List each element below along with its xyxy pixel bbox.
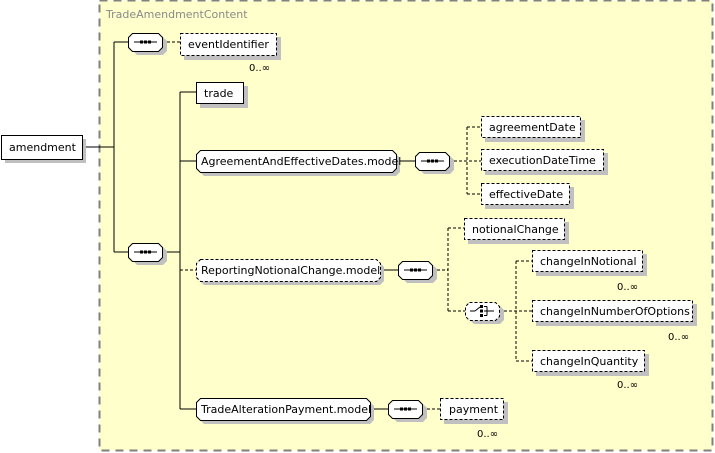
group-ref-reporting-model[interactable]: ReportingNotionalChange.model — [196, 259, 385, 286]
element-executionDateTime[interactable]: executionDateTime — [481, 149, 609, 176]
payment-model-label: TradeAlterationPayment.model — [200, 403, 371, 416]
sequence-icon — [404, 268, 427, 272]
changeInNotional-occurrence: 0..∞ — [617, 282, 638, 293]
root-element-amendment[interactable]: amendment — [1, 135, 87, 164]
sequence-icon — [394, 407, 417, 411]
changeInQuantity-occurrence: 0..∞ — [617, 380, 638, 391]
sequence-icon — [134, 250, 157, 254]
payment-label: payment — [449, 403, 499, 416]
executionDateTime-label: executionDateTime — [489, 154, 596, 167]
eventIdentifier-occurrence: 0..∞ — [249, 63, 270, 74]
connectors — [82, 41, 532, 410]
sequence-icon — [421, 159, 444, 163]
element-payment[interactable]: payment 0..∞ — [440, 398, 509, 441]
element-agreementDate[interactable]: agreementDate — [481, 116, 586, 143]
notionalChange-label: notionalChange — [472, 223, 559, 236]
element-trade[interactable]: trade — [196, 82, 249, 109]
eventIdentifier-label: eventIdentifier — [188, 38, 269, 51]
agreement-model-label: AgreementAndEffectiveDates.model — [201, 155, 401, 168]
changeInNumberOfOptions-occurrence: 0..∞ — [668, 332, 689, 343]
sequence-compositor[interactable] — [388, 400, 428, 423]
sequence-compositor[interactable] — [128, 243, 168, 266]
group-title: TradeAmendmentContent — [105, 8, 248, 21]
element-eventIdentifier[interactable]: eventIdentifier 0..∞ — [180, 33, 282, 75]
group-ref-agreement-model[interactable]: AgreementAndEffectiveDates.model — [196, 150, 402, 177]
root-label: amendment — [9, 141, 77, 154]
element-changeInNotional[interactable]: changeInNotional 0..∞ — [532, 250, 648, 294]
group-ref-payment-model[interactable]: TradeAlterationPayment.model — [196, 398, 375, 425]
sequence-compositor[interactable] — [415, 152, 455, 175]
sequence-compositor[interactable] — [398, 261, 438, 284]
choice-compositor[interactable] — [465, 302, 505, 325]
element-notionalChange[interactable]: notionalChange — [464, 218, 570, 245]
choice-icon — [470, 305, 494, 317]
sequence-compositor[interactable] — [128, 33, 168, 56]
payment-occurrence: 0..∞ — [477, 429, 498, 440]
changeInQuantity-label: changeInQuantity — [540, 355, 639, 368]
agreementDate-label: agreementDate — [489, 121, 576, 134]
sequence-icon — [134, 40, 157, 44]
element-effectiveDate[interactable]: effectiveDate — [481, 183, 575, 210]
changeInNumberOfOptions-label: changeInNumberOfOptions — [540, 305, 690, 318]
reporting-model-label: ReportingNotionalChange.model — [201, 264, 380, 277]
element-changeInQuantity[interactable]: changeInQuantity 0..∞ — [532, 350, 650, 392]
effectiveDate-label: effectiveDate — [489, 188, 563, 201]
element-changeInNumberOfOptions[interactable]: changeInNumberOfOptions 0..∞ — [532, 300, 698, 344]
trade-label: trade — [204, 87, 234, 100]
changeInNotional-label: changeInNotional — [540, 255, 637, 268]
